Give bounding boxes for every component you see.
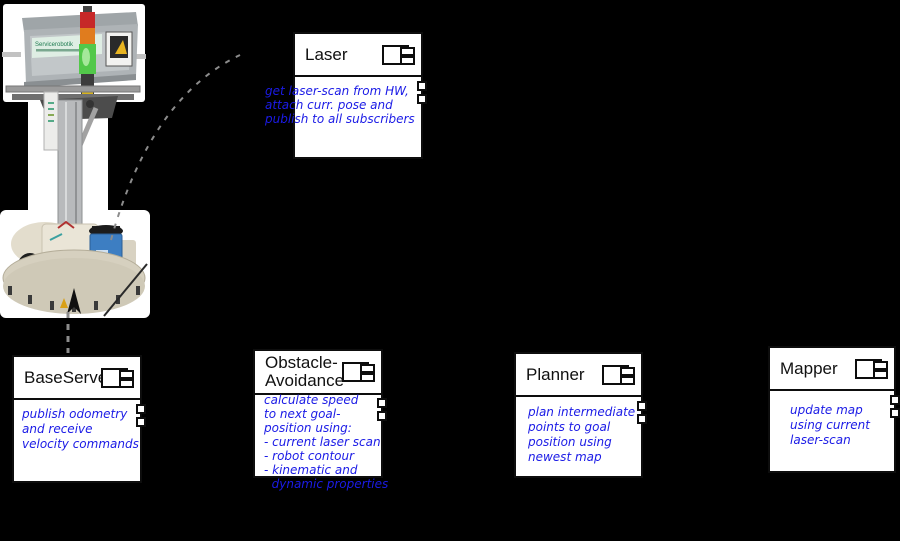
component-laser-title: Laser [305, 45, 348, 64]
port-icon [637, 414, 647, 424]
component-obstacle-avoidance-description: calculate speed to next goal- position u… [264, 393, 389, 491]
port-icon [890, 408, 900, 418]
component-obstacle-avoidance-header: Obstacle- Avoidance [255, 351, 381, 395]
port-icon [136, 404, 146, 414]
port-icon [136, 417, 146, 427]
component-laser: Laser get laser-scan from HW, attach cur… [265, 32, 427, 159]
component-baseserver-description: publish odometry and receive velocity co… [22, 407, 139, 451]
component-baseserver: BaseServer publish odometry and receive … [12, 355, 146, 483]
component-laser-description: get laser-scan from HW, attach curr. pos… [265, 84, 415, 126]
component-planner-description: plan intermediate points to goal positio… [528, 405, 636, 464]
component-planner: Planner plan intermediate points to goal… [514, 352, 647, 478]
component-baseserver-header: BaseServer [14, 357, 140, 400]
uml-component-icon [382, 44, 415, 65]
component-mapper-title: Mapper [780, 359, 838, 378]
port-icon [890, 395, 900, 405]
component-obstacle-avoidance-title: Obstacle- Avoidance [265, 353, 345, 390]
uml-component-icon [602, 364, 635, 385]
component-planner-header: Planner [516, 354, 641, 397]
component-laser-header: Laser [295, 34, 421, 77]
component-obstacle-avoidance: Obstacle- Avoidance calculate speed to n… [253, 349, 388, 491]
port-icon [417, 81, 427, 91]
uml-component-icon [342, 362, 375, 382]
component-mapper-description: update map using current laser-scan [790, 403, 870, 447]
component-baseserver-title: BaseServer [24, 368, 113, 387]
crate-label: Servicerobotik [35, 42, 74, 48]
component-mapper: Mapper update map using current laser-sc… [768, 346, 900, 473]
uml-component-icon [855, 358, 888, 379]
component-mapper-header: Mapper [770, 348, 894, 391]
port-icon [417, 94, 427, 104]
robot-photo: Servicerobotik [0, 4, 150, 318]
port-icon [637, 401, 647, 411]
port-icon [377, 398, 387, 408]
port-icon [377, 411, 387, 421]
uml-component-icon [101, 367, 134, 388]
component-planner-title: Planner [526, 365, 585, 384]
